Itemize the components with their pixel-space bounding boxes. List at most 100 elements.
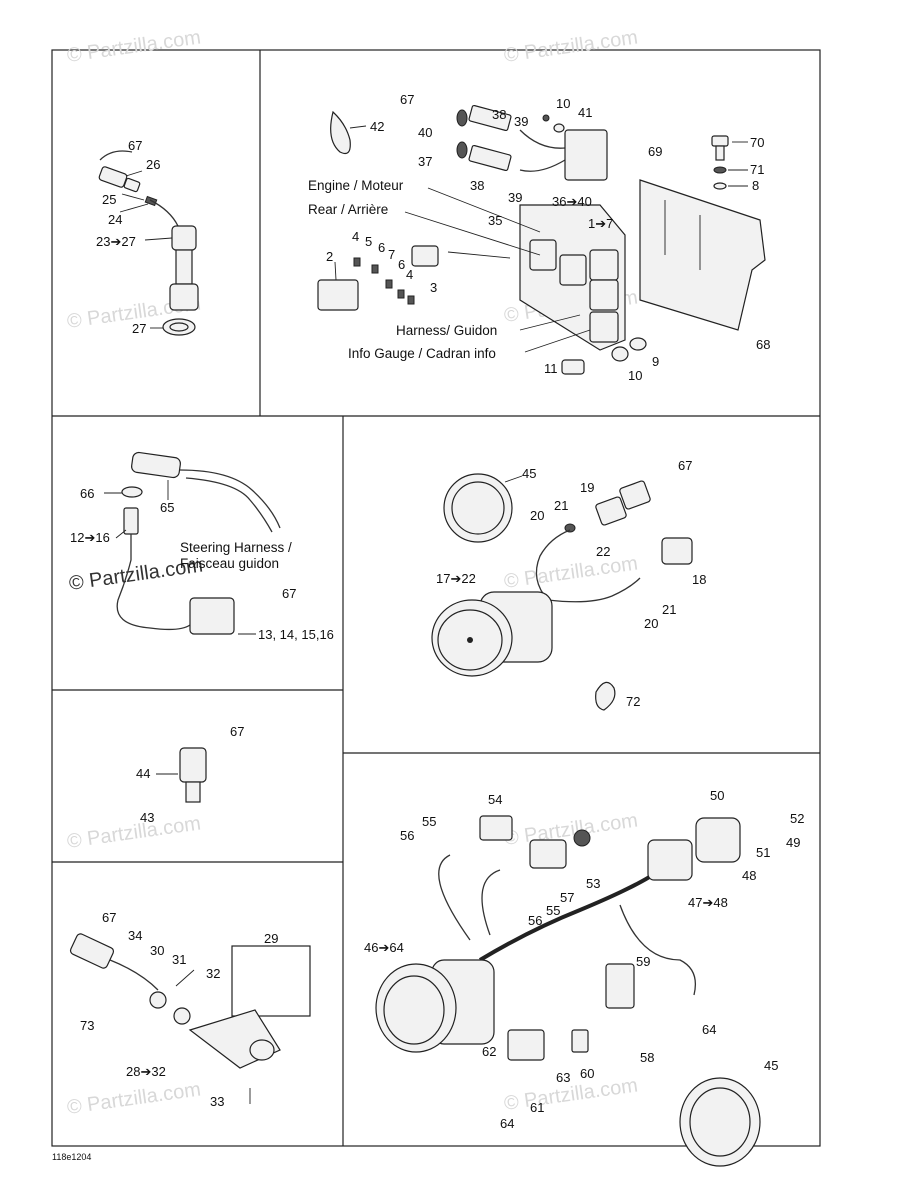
part-label: 49	[786, 835, 800, 850]
part-label: 9	[652, 354, 659, 369]
part-label: 29	[264, 931, 278, 946]
panel-trim-sender: 67 34 30 31 32 29 73 28➔32 33	[69, 910, 311, 1109]
part-label: 41	[578, 105, 592, 120]
part-label: 55	[422, 814, 436, 829]
part-label: 37	[418, 154, 432, 169]
part-label: 21	[554, 498, 568, 513]
part-label: 63	[556, 1070, 570, 1085]
part-label: 71	[750, 162, 764, 177]
watermark: © Partzilla.com	[66, 26, 203, 67]
part-label: 38	[470, 178, 484, 193]
engine-callout: Engine / Moteur	[308, 178, 404, 193]
part-label: 4	[352, 229, 359, 244]
part-label: 20	[644, 616, 658, 631]
part-label: 25	[102, 192, 116, 207]
part-label: 45	[764, 1058, 778, 1073]
part-label: 34	[128, 928, 142, 943]
panel-steering-harness: 66 65 12➔16 67 13, 14, 15,16 Steering Ha…	[70, 451, 334, 642]
part-label: 67	[400, 92, 414, 107]
watermark: © Partzilla.com	[503, 26, 640, 67]
part-label: 42	[370, 119, 384, 134]
part-label: 5	[365, 234, 372, 249]
part-label: 8	[752, 178, 759, 193]
part-label: 33	[210, 1094, 224, 1109]
part-label: 66	[80, 486, 94, 501]
part-label: 2	[326, 249, 333, 264]
part-label: 62	[482, 1044, 496, 1059]
info-gauge-callout: Info Gauge / Cadran info	[348, 346, 496, 361]
part-label: 10	[556, 96, 570, 111]
part-label: 46➔64	[364, 940, 404, 955]
harness-callout: Harness/ Guidon	[396, 323, 497, 338]
part-label: 52	[790, 811, 804, 826]
part-label: 61	[530, 1100, 544, 1115]
panel-sensor-assembly: 67 26 25 24 23➔27 27	[96, 138, 199, 336]
part-label: 27	[132, 321, 146, 336]
part-label: 72	[626, 694, 640, 709]
part-label: 6	[398, 257, 405, 272]
part-label: 44	[136, 766, 150, 781]
part-label: 55	[546, 903, 560, 918]
part-label: 73	[80, 1018, 94, 1033]
part-label: 54	[488, 792, 502, 807]
part-label: 6	[378, 240, 385, 255]
part-label: 57	[560, 890, 574, 905]
part-label: 56	[400, 828, 414, 843]
part-label: 64	[702, 1022, 716, 1037]
part-label: 26	[146, 157, 160, 172]
part-label: 19	[580, 480, 594, 495]
part-label: 69	[648, 144, 662, 159]
part-label: 32	[206, 966, 220, 981]
watermark: © Partzilla.com	[66, 812, 203, 853]
part-label: 59	[636, 954, 650, 969]
part-label: 47➔48	[688, 895, 728, 910]
part-label: 28➔32	[126, 1064, 166, 1079]
part-label: 67	[128, 138, 142, 153]
part-label: 1➔7	[588, 216, 613, 231]
part-label: 22	[596, 544, 610, 559]
part-label: 64	[500, 1116, 514, 1131]
part-label: 31	[172, 952, 186, 967]
part-label: 13, 14, 15,16	[258, 627, 334, 642]
part-label: 24	[108, 212, 122, 227]
part-label: 21	[662, 602, 676, 617]
part-label: 20	[530, 508, 544, 523]
part-label: 18	[692, 572, 706, 587]
watermark: © Partzilla.com	[66, 1078, 203, 1119]
part-label: 51	[756, 845, 770, 860]
part-label: 67	[102, 910, 116, 925]
watermark: © Partzilla.com	[503, 1074, 640, 1115]
part-label: 67	[282, 586, 296, 601]
part-label: 35	[488, 213, 502, 228]
part-label: 39	[508, 190, 522, 205]
part-label: 4	[406, 267, 413, 282]
part-label: 7	[388, 247, 395, 262]
part-label: 36➔40	[552, 194, 592, 209]
part-label: 17➔22	[436, 571, 476, 586]
part-label: 58	[640, 1050, 654, 1065]
rear-callout: Rear / Arrière	[308, 202, 388, 217]
part-label: 60	[580, 1066, 594, 1081]
part-label: 56	[528, 913, 542, 928]
part-label: 65	[160, 500, 174, 515]
panel-frames	[51, 49, 821, 1147]
part-label: 67	[230, 724, 244, 739]
steering-callout-line2: Faisceau guidon	[180, 556, 279, 571]
part-label: 67	[678, 458, 692, 473]
part-label: 45	[522, 466, 536, 481]
part-label: 40	[418, 125, 432, 140]
part-label: 23➔27	[96, 234, 136, 249]
panel-info-gauge-harness: 54 55 56 50 52 51 49 53 57 55 56 48 47➔4…	[364, 788, 804, 1167]
part-label: 53	[586, 876, 600, 891]
part-label: 10	[628, 368, 642, 383]
watermark: © Partzilla.com	[503, 552, 640, 593]
part-label: 50	[710, 788, 724, 803]
part-label: 12➔16	[70, 530, 110, 545]
panel-module-bracket: 42 67 40 38 39 10 41 37 38 39 36➔40 69 7…	[308, 92, 770, 383]
footer-code: 118e1204	[52, 1152, 91, 1162]
part-label: 38	[492, 107, 506, 122]
part-label: 68	[756, 337, 770, 352]
watermark: © Partzilla.com	[503, 809, 640, 850]
part-label: 70	[750, 135, 764, 150]
